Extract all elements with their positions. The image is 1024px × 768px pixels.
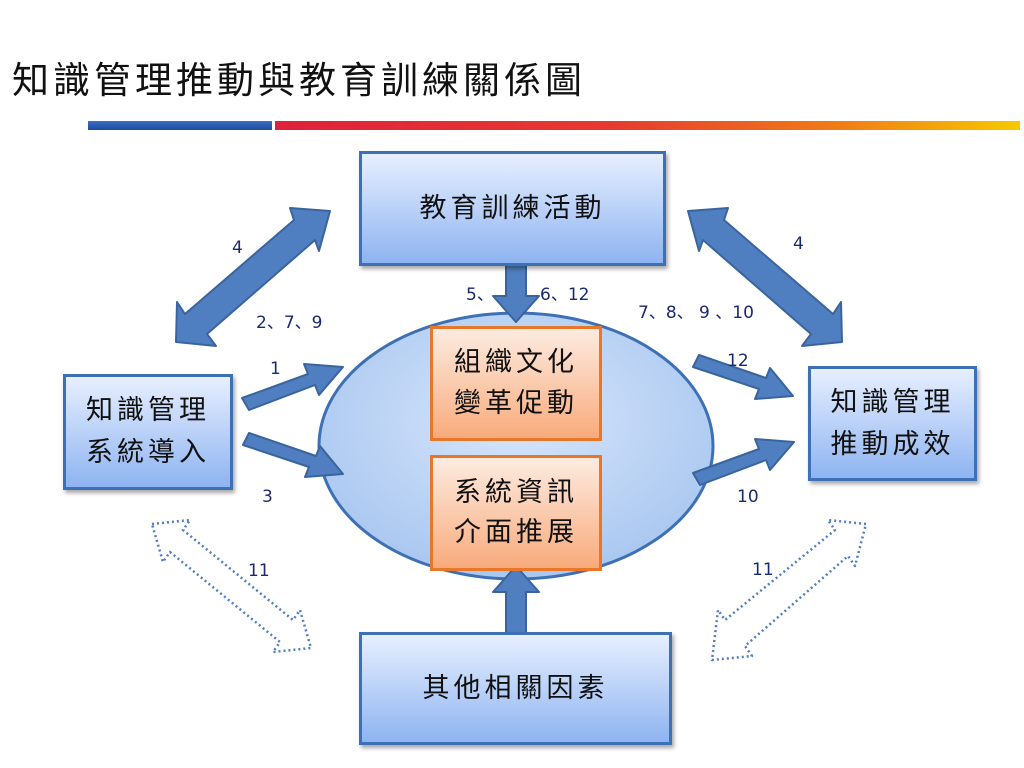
label-3: 3 [262,487,273,507]
node-interface: 系統資訊 介面推展 [430,455,602,571]
label-6-12: 6、12 [540,285,590,305]
node-km-results-line2: 推動成效 [830,428,955,460]
node-culture-line1: 組織文化 [454,347,578,378]
node-km-results: 知識管理 推動成效 [808,366,977,481]
arrow-3 [242,432,344,478]
title-rule-blue [88,121,272,130]
label-4-left: 4 [232,238,243,258]
double-arrow-right [687,207,843,347]
node-other-factors-label: 其他相關因素 [422,672,609,704]
label-12: 12 [727,351,749,371]
node-km-intro: 知識管理 系統導入 [63,374,233,490]
dotted-arrow-left [150,518,313,654]
label-11-right: 11 [752,560,774,580]
arrow-1 [241,363,344,411]
arrow-10 [692,438,795,486]
label-5: 5、 [466,285,494,305]
node-culture: 組織文化 變革促動 [430,326,602,441]
node-culture-line2: 變革促動 [454,387,578,419]
label-2-7-9: 2、7、9 [256,313,323,333]
dotted-arrow-right [710,518,868,662]
node-km-intro-line1: 知識管理 [86,395,210,427]
node-km-results-line1: 知識管理 [830,386,955,418]
node-other-factors: 其他相關因素 [359,632,672,745]
double-arrow-left [175,207,331,347]
page-title: 知識管理推動與教育訓練關係圖 [12,59,586,102]
arrow-12 [692,354,794,400]
node-interface-line1: 系統資訊 [454,476,578,508]
node-km-intro-line2: 系統導入 [86,437,210,468]
title-rule-gradient [275,121,1020,130]
label-7-8-9-10: 7、8、 9 、10 [638,303,754,323]
node-interface-line2: 介面推展 [454,517,578,548]
label-11-left: 11 [248,561,270,581]
node-training: 教育訓練活動 [359,151,666,266]
label-1: 1 [270,359,281,379]
label-10: 10 [737,487,759,507]
node-training-label: 教育訓練活動 [419,192,606,224]
label-4-right: 4 [793,234,804,254]
